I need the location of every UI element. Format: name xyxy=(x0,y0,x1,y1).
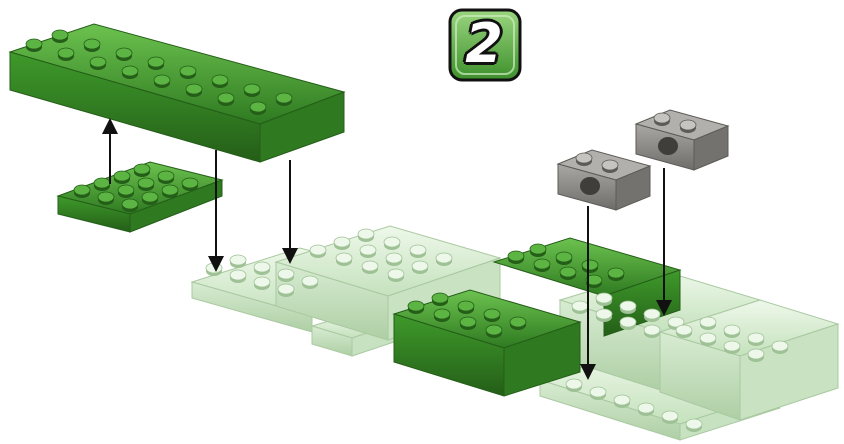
stud xyxy=(432,293,448,306)
stud xyxy=(142,192,158,205)
stud xyxy=(700,317,716,330)
stud xyxy=(360,245,376,258)
stud xyxy=(596,293,612,306)
stud xyxy=(276,93,292,106)
stud xyxy=(52,30,68,43)
stud xyxy=(206,263,222,276)
stud xyxy=(336,253,352,266)
stud xyxy=(566,379,582,392)
stud xyxy=(572,301,588,314)
stud xyxy=(122,66,138,79)
stud xyxy=(84,39,100,52)
stud xyxy=(116,48,132,61)
stud xyxy=(676,325,692,338)
stud xyxy=(118,185,134,198)
stud xyxy=(644,309,660,322)
stud xyxy=(576,153,592,166)
stud xyxy=(154,75,170,88)
stud xyxy=(412,261,428,274)
stud xyxy=(254,262,270,275)
stud xyxy=(662,411,678,424)
stud xyxy=(250,102,266,115)
stud xyxy=(302,276,318,289)
stud xyxy=(434,309,450,322)
stud xyxy=(772,341,788,354)
stud xyxy=(74,185,90,198)
stud xyxy=(680,120,696,133)
stud xyxy=(148,57,164,70)
stud xyxy=(686,419,702,432)
dark-plate-loose xyxy=(58,162,222,232)
stud xyxy=(114,171,130,184)
stud xyxy=(162,185,178,198)
stud xyxy=(700,333,716,346)
stud xyxy=(458,301,474,314)
stud xyxy=(608,268,624,281)
stud xyxy=(596,309,612,322)
stud xyxy=(334,237,350,250)
stud xyxy=(182,178,198,191)
stud xyxy=(388,269,404,282)
stud xyxy=(530,244,546,257)
gray-technic-brick-1 xyxy=(558,150,650,210)
stud xyxy=(26,39,42,52)
stud xyxy=(384,237,400,250)
stud xyxy=(386,253,402,266)
stud xyxy=(556,252,572,265)
stud xyxy=(620,301,636,314)
stud xyxy=(460,317,476,330)
stud xyxy=(58,48,74,61)
stud xyxy=(186,84,202,97)
stud xyxy=(254,277,270,290)
stud xyxy=(534,259,550,272)
stud xyxy=(582,260,598,273)
stud xyxy=(218,93,234,106)
stud xyxy=(654,113,670,126)
stud xyxy=(230,255,246,268)
stud xyxy=(486,325,502,338)
stud xyxy=(748,333,764,346)
stud xyxy=(244,84,260,97)
stud xyxy=(724,325,740,338)
stud xyxy=(638,403,654,416)
stud xyxy=(212,75,228,88)
stud xyxy=(230,270,246,283)
stud xyxy=(590,387,606,400)
stud xyxy=(614,395,630,408)
stud xyxy=(134,164,150,177)
stud xyxy=(410,245,426,258)
stud xyxy=(122,199,138,212)
stud xyxy=(98,192,114,205)
stud xyxy=(310,245,326,258)
stud xyxy=(180,66,196,79)
gray-technic-brick-2 xyxy=(636,110,728,170)
stud xyxy=(358,229,374,242)
stud xyxy=(408,301,424,314)
stud xyxy=(158,171,174,184)
stud xyxy=(510,317,526,330)
stud xyxy=(484,309,500,322)
stud xyxy=(94,178,110,191)
stud xyxy=(748,349,764,362)
stud xyxy=(90,57,106,70)
stud xyxy=(644,325,660,338)
stud xyxy=(620,317,636,330)
stud xyxy=(602,160,618,173)
stud xyxy=(362,261,378,274)
stud xyxy=(278,269,294,282)
stud xyxy=(724,341,740,354)
step-number: 2 xyxy=(448,8,520,80)
stud xyxy=(508,251,524,264)
stud xyxy=(278,284,294,297)
stud xyxy=(138,178,154,191)
stud xyxy=(436,253,452,266)
stud xyxy=(560,267,576,280)
dark-brick-long xyxy=(10,24,344,162)
